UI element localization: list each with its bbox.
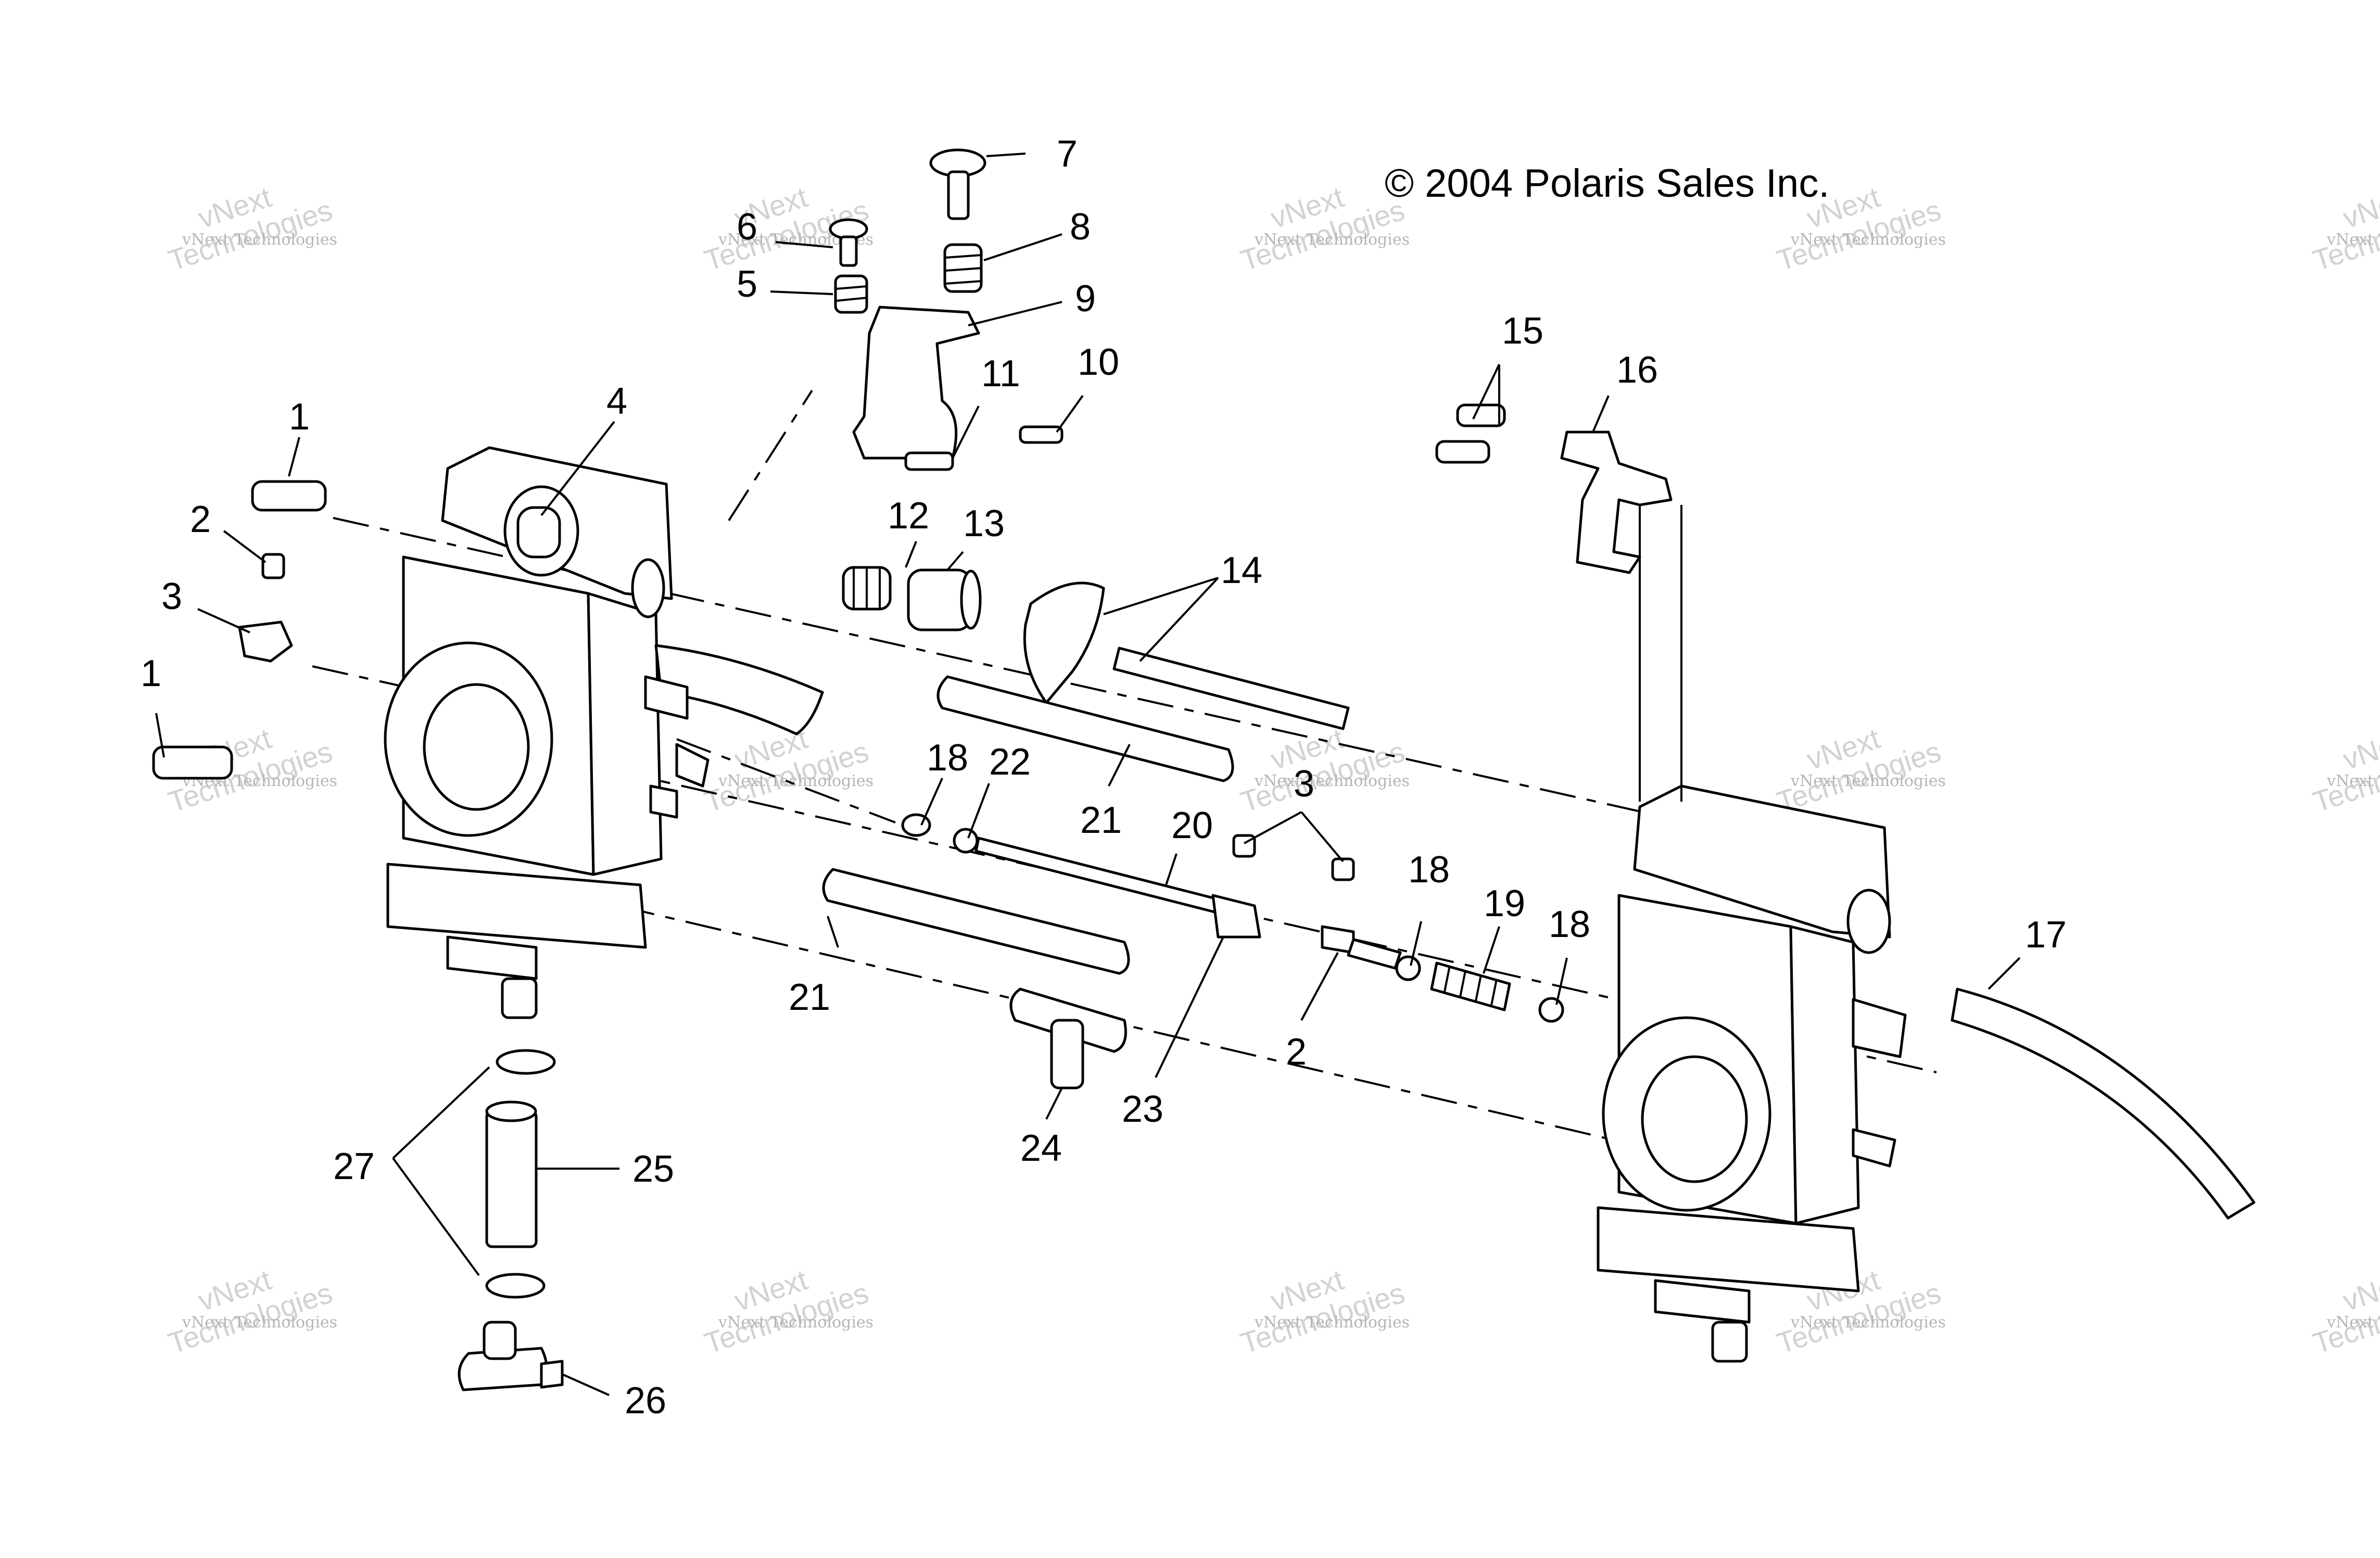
watermark-text: vNext Technologies xyxy=(2326,231,2380,249)
callout-label: 3 xyxy=(1294,763,1314,805)
callout-label: 19 xyxy=(1484,883,1525,924)
callout-label: 14 xyxy=(1221,550,1262,591)
callout-label: 10 xyxy=(1078,341,1119,383)
watermark-text: vNext Technologies xyxy=(1254,772,1410,790)
callout-label: 1 xyxy=(141,653,161,694)
callout-label: 8 xyxy=(1070,206,1091,248)
callout-label: 4 xyxy=(606,381,627,422)
screw xyxy=(251,480,327,512)
throttle-cam xyxy=(1023,581,1350,730)
watermark-text: vNext Technologies xyxy=(2326,772,2380,790)
callout-label: 1 xyxy=(289,396,310,438)
leader-lines xyxy=(155,153,2021,1396)
callout-label: 3 xyxy=(161,576,182,617)
callout-label: 21 xyxy=(789,977,830,1018)
callout-label: 27 xyxy=(333,1146,375,1187)
callout-label: 25 xyxy=(632,1148,674,1190)
spring xyxy=(1430,961,1511,1011)
clamp xyxy=(238,620,293,663)
tee-fitting xyxy=(1009,987,1127,1090)
callout-label: 22 xyxy=(989,741,1031,783)
screw xyxy=(829,218,868,267)
collar xyxy=(907,568,982,631)
callout-label: 26 xyxy=(625,1380,666,1422)
watermark-text: vNext Technologies xyxy=(2326,1313,2380,1332)
tube xyxy=(822,868,1130,975)
watermark-text: vNext Technologies xyxy=(1790,772,1946,790)
callout-label: 24 xyxy=(1020,1128,1062,1169)
washer xyxy=(1395,955,1421,981)
clamp xyxy=(1321,925,1355,954)
callout-label: 18 xyxy=(927,737,968,779)
screw xyxy=(904,451,954,471)
callout-label: 9 xyxy=(1075,278,1096,320)
watermark-text: vNext Technologies xyxy=(1254,1313,1410,1332)
spring xyxy=(943,243,983,293)
callout-label: 20 xyxy=(1171,805,1213,846)
callout-label: 5 xyxy=(737,263,757,305)
callout-label: 17 xyxy=(2025,914,2067,956)
copyright-notice: © 2004 Polaris Sales Inc. xyxy=(1385,161,1829,206)
screw xyxy=(1456,403,1506,427)
callout-label: 21 xyxy=(1080,800,1122,841)
callout-label: 11 xyxy=(981,353,1020,395)
callout-label: 16 xyxy=(1616,349,1658,391)
callout-label: 18 xyxy=(1408,849,1450,891)
watermark-text: vNext Technologies xyxy=(182,1313,337,1332)
screw xyxy=(1331,857,1355,881)
watermark-text: vNext Technologies xyxy=(718,1313,873,1332)
washer xyxy=(1538,997,1564,1023)
tube xyxy=(936,675,1234,782)
fuel-line xyxy=(1951,987,2256,1220)
callout-label: 12 xyxy=(888,495,929,537)
watermark-text: vNext Technologies xyxy=(182,231,337,249)
callout-label: 6 xyxy=(737,206,757,248)
watermark-text: vNext Technologies xyxy=(718,772,873,790)
screw xyxy=(929,148,986,220)
watermark-text: vNext Technologies xyxy=(1254,231,1410,249)
spring xyxy=(842,566,892,611)
callout-label: 13 xyxy=(963,503,1005,544)
screw xyxy=(1019,425,1064,444)
callout-label: 18 xyxy=(1549,904,1590,945)
throttle-bracket xyxy=(852,306,980,460)
mounting-bracket xyxy=(1560,430,1682,802)
callout-label: 15 xyxy=(1502,310,1543,352)
right-carburetor xyxy=(1597,784,1907,1363)
watermark-text: vNext Technologies xyxy=(1790,1313,1946,1332)
throttle-shaft xyxy=(974,837,1225,915)
hose-assembly xyxy=(458,1049,564,1391)
watermark-text: vNext Technologies xyxy=(1790,231,1946,249)
left-carburetor xyxy=(384,446,824,1019)
callout-label: 2 xyxy=(1286,1031,1307,1073)
e-clip xyxy=(953,828,979,854)
callout-label: 7 xyxy=(1057,133,1078,175)
throttle-lever xyxy=(1211,894,1261,939)
callout-label: 23 xyxy=(1122,1088,1163,1130)
callout-labels: 7 8 9 6 5 10 11 12 13 14 15 16 17 4 1 2 … xyxy=(141,133,2067,1422)
screw xyxy=(152,745,233,780)
screw xyxy=(261,553,285,579)
spring xyxy=(834,274,868,314)
callout-label: 2 xyxy=(190,499,211,540)
screw xyxy=(1435,440,1490,464)
